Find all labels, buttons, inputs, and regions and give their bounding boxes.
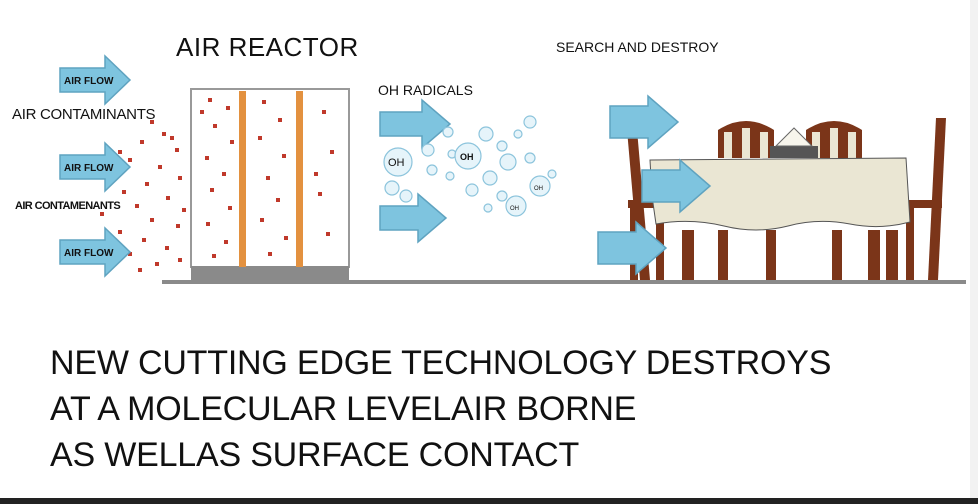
oh-label: OH <box>534 186 543 192</box>
caption-text: NEW CUTTING EDGE TECHNOLOGY DESTROYS AT … <box>50 340 950 478</box>
ground-line <box>162 280 966 284</box>
reactor-plate <box>296 91 303 267</box>
air-flow-label: AIR FLOW <box>64 163 114 174</box>
search-destroy-arrow <box>610 96 678 148</box>
oh-flow-arrow <box>380 100 450 148</box>
oh-label: OH <box>460 152 474 162</box>
caption-line: AT A MOLECULAR LEVELAIR BORNE <box>50 386 950 432</box>
air-flow-label: AIR FLOW <box>64 76 114 87</box>
search-and-destroy-title: SEARCH AND DESTROY <box>556 39 719 55</box>
air-contaminants-label: AIR CONTAMINANTS <box>12 106 155 123</box>
chair-right <box>928 118 946 280</box>
oh-label: OH <box>510 206 519 212</box>
oh-label: OH <box>388 157 405 169</box>
air-reactor <box>191 89 349 280</box>
air-contamenants-label: AIR CONTAMENANTS <box>15 200 120 212</box>
bottom-rule <box>0 498 978 504</box>
oh-flow-arrow <box>380 194 446 242</box>
air-reactor-title: AIR REACTOR <box>176 32 359 63</box>
reactor-plate <box>239 91 246 267</box>
centerpiece <box>770 146 818 158</box>
caption-line: AS WELLAS SURFACE CONTACT <box>50 432 950 478</box>
right-edge-strip <box>970 0 978 504</box>
caption-line: NEW CUTTING EDGE TECHNOLOGY DESTROYS <box>50 340 950 386</box>
reactor-base <box>191 266 349 280</box>
oh-radicals-title: OH RADICALS <box>378 82 473 98</box>
air-flow-label: AIR FLOW <box>64 248 114 259</box>
